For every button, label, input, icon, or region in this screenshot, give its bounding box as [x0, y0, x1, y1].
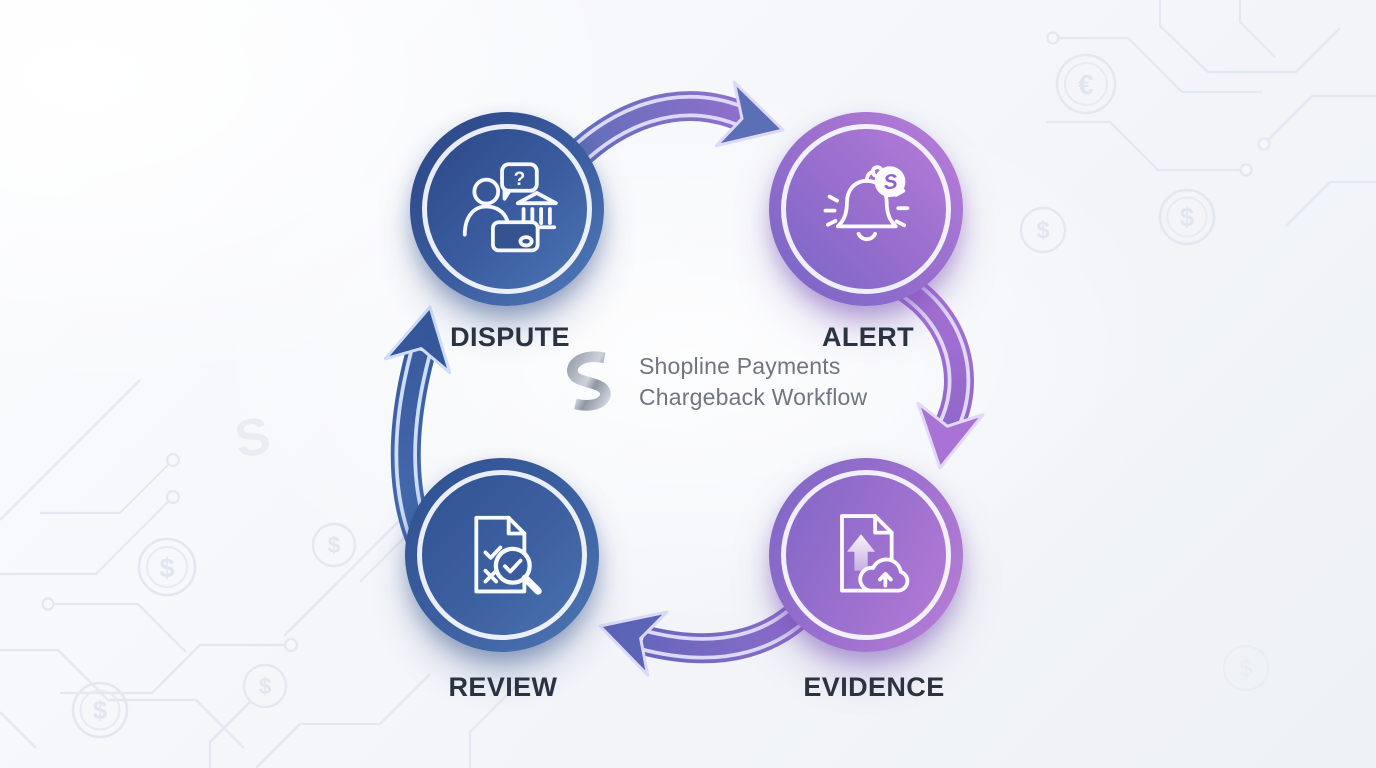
shopline-s-logo: [567, 351, 611, 411]
question-mark-glyph: ?: [514, 169, 526, 190]
currency-coin: $: [137, 537, 197, 597]
svg-text:€: €: [1078, 69, 1094, 100]
notification-bell-icon: S: [769, 112, 963, 306]
workflow-step-review: [405, 458, 599, 652]
workflow-step-alert: S: [769, 112, 963, 306]
svg-text:$: $: [259, 673, 272, 699]
arrow-alert-to-evidence: [895, 273, 985, 470]
brand-text: Shopline Payments Chargeback Workflow: [639, 351, 867, 413]
svg-text:$: $: [1239, 655, 1253, 682]
currency-coins: € $ $ $ $ $: [71, 53, 1270, 739]
step-label-dispute: DISPUTE: [450, 322, 570, 352]
document-check-magnifier-icon: [405, 458, 599, 652]
currency-coin: $: [1222, 644, 1270, 692]
document-upload-cloud-icon: [769, 458, 963, 652]
step-label-review: REVIEW: [448, 672, 558, 702]
step-label-evidence: EVIDENCE: [803, 672, 945, 702]
step-label-alert: ALERT: [822, 322, 914, 352]
svg-text:$: $: [93, 695, 108, 725]
currency-coin: $: [71, 681, 129, 739]
brand-line2: Chargeback Workflow: [639, 384, 868, 410]
currency-coin: $: [1019, 206, 1067, 254]
svg-text:$: $: [1036, 217, 1050, 244]
brand-line1: Shopline Payments: [639, 353, 841, 379]
svg-text:$: $: [159, 553, 174, 583]
currency-coin: €: [1055, 53, 1117, 115]
workflow-step-evidence: [769, 458, 963, 652]
currency-coin: $: [242, 663, 288, 709]
customer-bank-card-dispute-icon: ?: [410, 112, 604, 306]
brand-lockup: Shopline Payments Chargeback Workflow: [563, 350, 867, 414]
svg-text:$: $: [328, 532, 341, 558]
currency-coin: $: [1158, 188, 1216, 246]
workflow-step-dispute: ?: [410, 112, 604, 306]
shopline-badge-glyph: S: [883, 170, 899, 194]
svg-text:$: $: [1180, 202, 1195, 232]
currency-coin: $: [311, 522, 357, 568]
